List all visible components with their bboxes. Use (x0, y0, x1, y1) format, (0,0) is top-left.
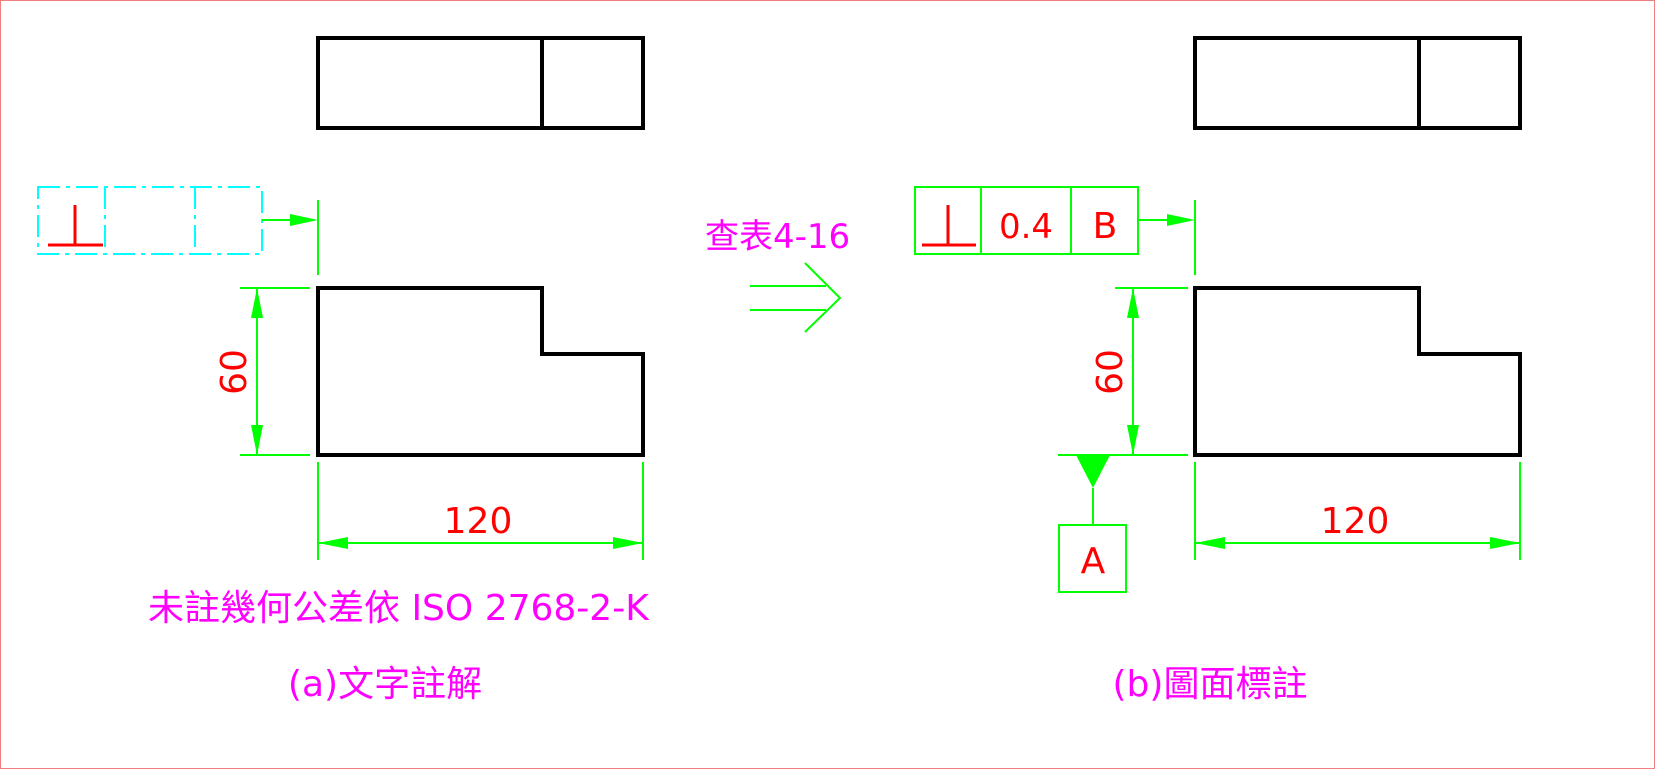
right-feature-control-frame: 0.4 B (914, 186, 1196, 275)
double-arrow-icon (750, 262, 842, 333)
right-height-dimension: 60 (1058, 287, 1188, 456)
right-front-view (1193, 286, 1522, 457)
right-width-value: 120 (1321, 501, 1390, 542)
perpendicularity-icon (48, 205, 103, 247)
left-top-view (316, 36, 645, 130)
datum-label: A (1081, 541, 1106, 582)
lookup-note: 查表4-16 (705, 217, 850, 257)
left-height-dimension: 60 (214, 287, 310, 456)
left-width-value: 120 (444, 501, 513, 542)
right-top-view (1193, 36, 1522, 130)
left-general-tolerance-note: 未註幾何公差依 ISO 2768-2-K (148, 588, 650, 629)
left-caption: (a)文字註解 (288, 664, 482, 705)
transition-arrow: 查表4-16 (705, 217, 850, 333)
right-panel: 60 A 120 0.4 B (914, 36, 1522, 705)
datum-feature-a: A (1058, 455, 1127, 593)
left-height-value: 60 (214, 349, 255, 395)
left-panel: 60 120 未註幾何公差依 ISO 2768-2-K (a)文字註解 (37, 36, 650, 705)
right-height-value: 60 (1090, 349, 1131, 395)
datum-reference: B (1093, 206, 1118, 247)
left-feature-control-frame-dashed (37, 186, 319, 275)
tolerance-value: 0.4 (999, 207, 1053, 247)
perpendicularity-icon (922, 205, 976, 247)
left-width-dimension: 120 (317, 462, 644, 560)
right-caption: (b)圖面標註 (1113, 664, 1308, 705)
left-front-view (316, 286, 645, 457)
right-width-dimension: 120 (1194, 462, 1521, 560)
